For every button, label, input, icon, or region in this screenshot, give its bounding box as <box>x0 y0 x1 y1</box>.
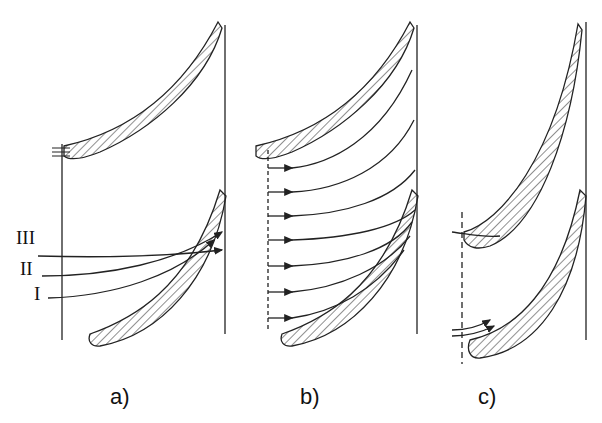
panel-caption: a) <box>110 386 130 408</box>
cascade-b <box>256 22 418 346</box>
flow-line-number: III <box>16 228 35 247</box>
cascade-c <box>452 22 586 364</box>
flow-line-number: II <box>20 259 33 278</box>
cascade-a <box>38 22 226 346</box>
flow-line-number: I <box>34 284 40 303</box>
panel-caption: b) <box>300 386 320 408</box>
panel-caption: c) <box>478 386 496 408</box>
